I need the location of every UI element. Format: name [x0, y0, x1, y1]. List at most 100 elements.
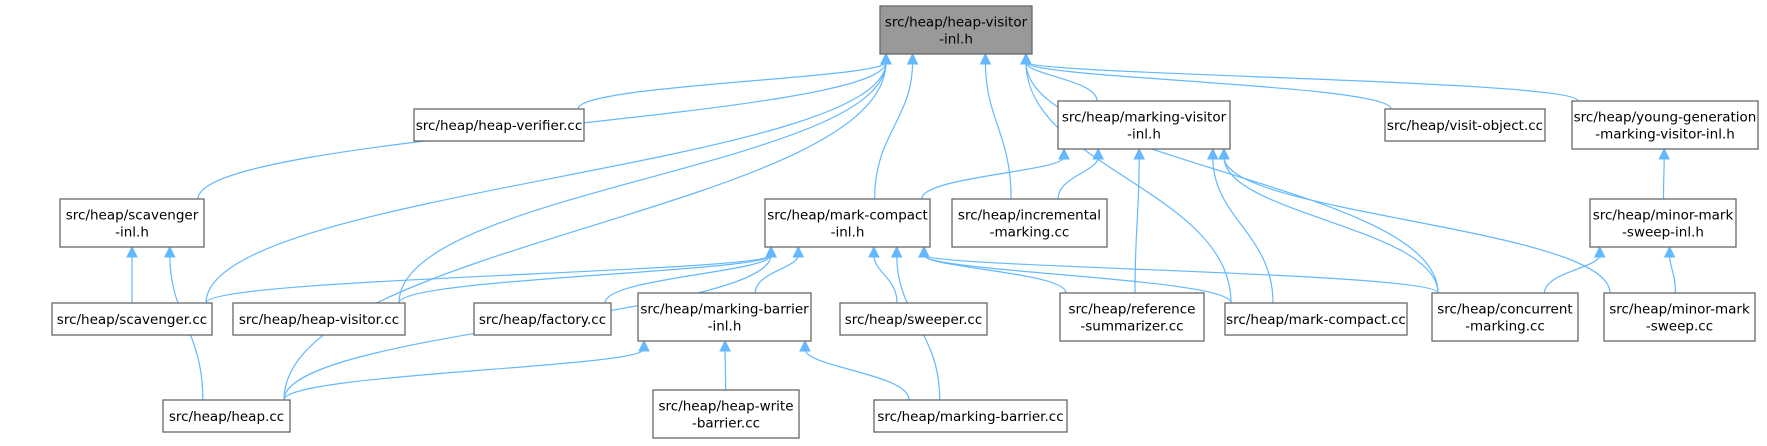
edge-minor-mark-sweep-cc-to-minor-mark-sweep-inl — [1663, 245, 1676, 294]
node-label: src/heap/scavenger.cc — [57, 312, 207, 328]
node-heap-verifier[interactable]: src/heap/heap-verifier.cc — [413, 108, 585, 142]
node-young-gen-visitor-inl[interactable]: src/heap/young-generation-marking-visito… — [1571, 100, 1759, 150]
edge-sweeper-to-mark-compact-inl — [868, 245, 898, 304]
node-sweeper[interactable]: src/heap/sweeper.cc — [839, 302, 988, 336]
node-label: -marking.cc — [990, 225, 1070, 241]
node-incremental-marking[interactable]: src/heap/incremental-marking.cc — [951, 198, 1108, 248]
edge-line — [1662, 156, 1665, 200]
node-label: -sweep-inl.h — [1622, 225, 1704, 241]
edge-line — [1223, 156, 1439, 294]
node-mark-compact-inl[interactable]: src/heap/mark-compact-inl.h — [764, 198, 931, 248]
edge-line — [205, 254, 772, 304]
node-label: -marking-visitor-inl.h — [1595, 127, 1735, 143]
node-mark-compact-cc[interactable]: src/heap/mark-compact.cc — [1224, 302, 1408, 336]
node-label: src/heap/heap-verifier.cc — [416, 118, 583, 134]
node-box — [59, 198, 205, 248]
node-label: -marking.cc — [1465, 319, 1545, 335]
node-minor-mark-sweep-inl[interactable]: src/heap/minor-mark-sweep-inl.h — [1589, 198, 1737, 248]
node-factory[interactable]: src/heap/factory.cc — [473, 302, 612, 336]
edge-heap-verifier-to-heap-visitor-inl — [577, 52, 892, 110]
node-label: src/heap/minor-mark — [1593, 208, 1734, 224]
edge-line — [1057, 156, 1099, 200]
node-visit-object[interactable]: src/heap/visit-object.cc — [1384, 108, 1546, 142]
node-reference-summarizer[interactable]: src/heap/reference-summarizer.cc — [1059, 292, 1205, 342]
arrowhead — [126, 245, 138, 258]
edge-mark-compact-inl-to-marking-visitor-inl — [921, 147, 1070, 200]
node-scavenger-cc[interactable]: src/heap/scavenger.cc — [51, 302, 213, 336]
node-label: src/heap/marking-barrier — [640, 302, 809, 318]
node-scavenger-inl[interactable]: src/heap/scavenger-inl.h — [59, 198, 205, 248]
arrowhead — [918, 245, 930, 258]
edge-marking-visitor-inl-to-heap-visitor-inl — [1020, 52, 1098, 102]
node-label: -inl.h — [708, 319, 742, 335]
node-label: src/heap/heap.cc — [169, 409, 284, 425]
edge-line — [1212, 156, 1274, 304]
node-box — [839, 302, 988, 336]
edge-marking-barrier-inl-to-mark-compact-inl — [754, 245, 805, 294]
edge-concurrent-marking-to-marking-visitor-inl — [1218, 147, 1439, 294]
arrowhead — [979, 52, 992, 65]
node-box — [637, 292, 812, 342]
node-label: src/heap/heap-write — [658, 399, 793, 415]
node-marking-barrier-cc[interactable]: src/heap/marking-barrier.cc — [873, 399, 1068, 433]
node-box — [873, 399, 1068, 433]
node-label: src/heap/marking-barrier.cc — [877, 409, 1063, 425]
node-label: src/heap/mark-compact — [767, 208, 928, 224]
edge-concurrent-marking-to-heap-visitor-inl — [1020, 52, 1439, 294]
node-label: src/heap/marking-visitor — [1062, 110, 1227, 126]
edge-line — [1025, 61, 1098, 102]
nodes-layer: src/heap/heap-visitor-inl.hsrc/heap/heap… — [51, 5, 1759, 439]
node-label: -inl.h — [115, 225, 149, 241]
node-box — [232, 302, 406, 336]
node-box — [1224, 302, 1408, 336]
edge-heap-write-barrier-to-marking-barrier-inl — [719, 339, 731, 391]
node-label: -inl.h — [939, 32, 973, 48]
node-minor-mark-sweep-cc[interactable]: src/heap/minor-mark-sweep.cc — [1603, 292, 1756, 342]
arrowhead — [1020, 52, 1032, 65]
node-heap-write-barrier[interactable]: src/heap/heap-write-barrier.cc — [652, 389, 800, 439]
edge-line — [923, 254, 1232, 304]
node-concurrent-marking[interactable]: src/heap/concurrent-marking.cc — [1431, 292, 1579, 342]
node-box — [1571, 100, 1759, 150]
edge-minor-mark-sweep-cc-to-marking-visitor-inl — [1218, 147, 1611, 294]
node-heap-cc[interactable]: src/heap/heap.cc — [162, 399, 291, 433]
edge-line — [984, 61, 1012, 200]
node-box — [1431, 292, 1579, 342]
node-label: src/heap/minor-mark — [1609, 302, 1750, 318]
arrowhead — [1092, 147, 1105, 160]
node-box — [1059, 292, 1205, 342]
edge-line — [1134, 156, 1140, 294]
node-label: src/heap/visit-object.cc — [1387, 118, 1543, 134]
node-marking-visitor-inl[interactable]: src/heap/marking-visitor-inl.h — [1057, 100, 1231, 150]
edge-line — [577, 61, 887, 110]
edge-line — [283, 61, 887, 401]
arrowhead — [880, 52, 892, 65]
node-label: src/heap/heap-visitor — [885, 15, 1028, 31]
node-marking-barrier-inl[interactable]: src/heap/marking-barrier-inl.h — [637, 292, 812, 342]
node-box — [764, 198, 931, 248]
edge-heap-cc-to-heap-visitor-inl — [283, 52, 892, 401]
arrowhead — [638, 339, 650, 352]
edge-mark-compact-cc-to-marking-visitor-inl — [1206, 147, 1274, 304]
node-heap-visitor-cc[interactable]: src/heap/heap-visitor.cc — [232, 302, 406, 336]
edge-line — [921, 156, 1065, 200]
arrowhead — [1658, 147, 1671, 160]
edge-line — [1025, 61, 1579, 102]
edge-line — [1025, 61, 1392, 110]
node-box — [473, 302, 612, 336]
node-box — [1384, 108, 1546, 142]
edge-line — [398, 61, 887, 304]
node-heap-visitor-inl[interactable]: src/heap/heap-visitor-inl.h — [879, 5, 1033, 55]
node-label: -summarizer.cc — [1080, 319, 1183, 335]
arrowhead — [719, 339, 731, 352]
arrowhead — [1593, 245, 1606, 258]
edge-concurrent-marking-to-mark-compact-inl — [918, 245, 1439, 294]
arrowhead — [1133, 147, 1146, 160]
arrowhead — [1218, 147, 1230, 160]
arrowhead — [765, 245, 777, 258]
arrowhead — [1058, 147, 1070, 160]
arrowhead — [906, 52, 919, 65]
node-label: src/heap/factory.cc — [479, 312, 606, 328]
node-label: src/heap/young-generation — [1574, 110, 1757, 126]
edge-line — [923, 254, 1067, 294]
